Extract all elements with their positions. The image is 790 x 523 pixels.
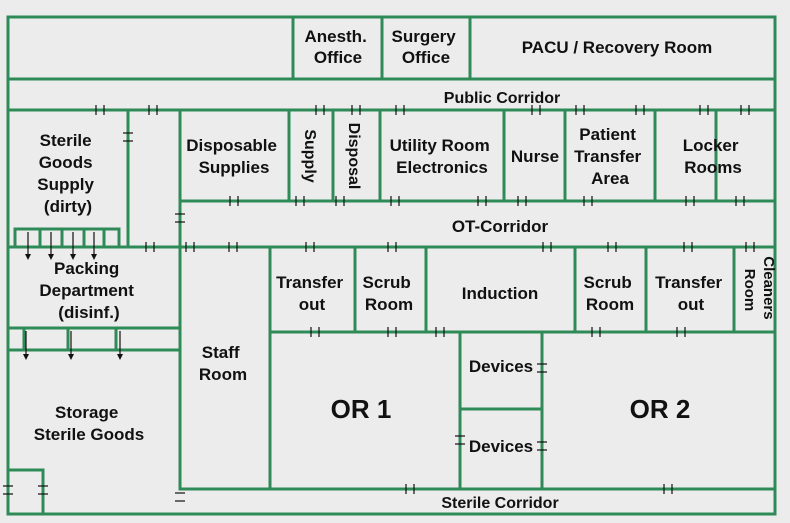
or1-label: OR 1 <box>331 394 392 424</box>
transfer-out-left-label: Transfer out <box>276 273 348 314</box>
pacu-label: PACU / Recovery Room <box>522 38 713 57</box>
utility-room-label: Utility Room Electronics <box>390 136 495 177</box>
public-corridor-label: Public Corridor <box>444 90 560 107</box>
disposal-label: Disposal <box>345 123 362 190</box>
ot-corridor-label: OT-Corridor <box>452 217 549 236</box>
chute-arrows <box>23 232 123 360</box>
supply-label: Supply <box>301 129 318 182</box>
staff-room-label: Staff Room <box>199 343 247 384</box>
chute-arrowhead <box>25 254 31 260</box>
chute-arrowhead <box>91 254 97 260</box>
devices-upper-label: Devices <box>469 357 533 376</box>
sterile-corridor-label: Sterile Corridor <box>441 495 558 512</box>
scrub-room-left-label: Scrub Room <box>363 273 416 314</box>
nurse-label: Nurse <box>511 147 559 166</box>
chute-arrowhead <box>117 354 123 360</box>
transfer-out-right-label: Transfer out <box>655 273 727 314</box>
scrub-room-right-label: Scrub Room <box>584 273 637 314</box>
outer-wall <box>6 15 777 516</box>
storage-label: Storage Sterile Goods <box>34 403 145 444</box>
packing-department-label: Packing Department (disinf.) <box>39 259 138 322</box>
locker-rooms-label: Locker Rooms <box>683 136 743 177</box>
chute-arrowhead <box>70 254 76 260</box>
walls <box>6 15 777 516</box>
cleaners-room-label: Cleaners Room <box>741 256 777 324</box>
chute-arrowhead <box>23 354 29 360</box>
sterile-goods-supply-label: Sterile Goods Supply (dirty) <box>37 131 98 216</box>
devices-lower-label: Devices <box>469 437 533 456</box>
or2-label: OR 2 <box>630 394 691 424</box>
room-labels: Anesth. Office Surgery Office PACU / Rec… <box>34 27 777 512</box>
chute-arrowhead <box>68 354 74 360</box>
disposable-supplies-label: Disposable Supplies <box>186 136 281 177</box>
surgery-office-label: Surgery Office <box>392 27 461 67</box>
induction-label: Induction <box>462 284 538 303</box>
chute-arrowhead <box>48 254 54 260</box>
anesth-office-label: Anesth. Office <box>304 27 371 67</box>
patient-transfer-label: Patient Transfer Area <box>574 125 646 188</box>
door-markers <box>3 105 755 502</box>
